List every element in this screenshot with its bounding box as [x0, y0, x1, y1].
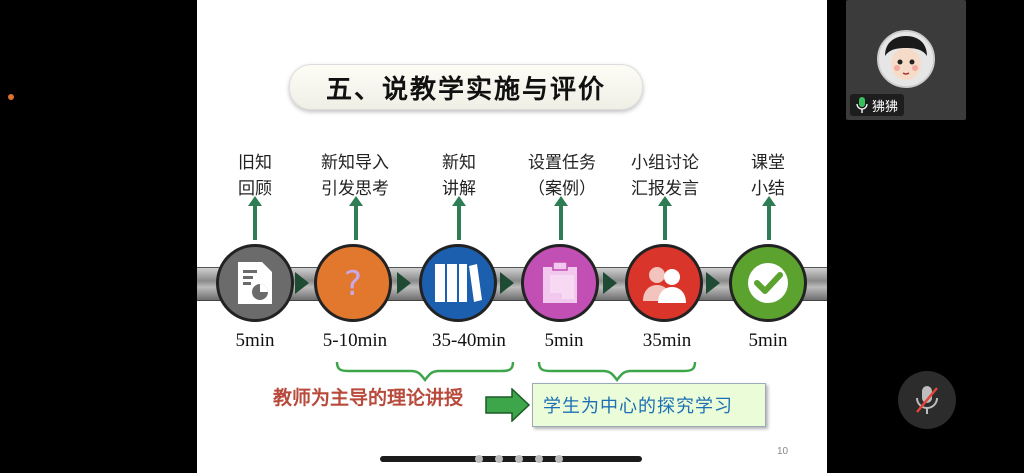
- participant-video-tile[interactable]: 狒狒: [846, 0, 966, 120]
- chevron-right-icon: [397, 272, 411, 294]
- chevron-right-icon: [295, 272, 309, 294]
- step-circle-3: [419, 244, 497, 322]
- step-circle-6: [729, 244, 807, 322]
- step-label-6: 课堂 小结: [751, 153, 785, 199]
- step-label-4: 设置任务 （案例）: [528, 153, 596, 199]
- page-dot[interactable]: [555, 455, 563, 463]
- up-arrow-icon: [248, 196, 262, 240]
- slide-title-box: 五、说教学实施与评价: [289, 64, 643, 110]
- step-circle-2: ?: [314, 244, 392, 322]
- up-arrow-icon: [762, 196, 776, 240]
- participant-name: 狒狒: [872, 99, 899, 115]
- mic-active-icon: [856, 97, 868, 113]
- participant-name-tag: 狒狒: [850, 94, 905, 116]
- svg-text:?: ?: [344, 264, 362, 303]
- step-time-4: 5min: [544, 330, 584, 351]
- up-arrow-icon: [349, 196, 363, 240]
- step-label-1: 旧知 回顾: [238, 153, 272, 199]
- slide-progress-bar[interactable]: [380, 456, 642, 462]
- step-time-5: 35min: [642, 330, 692, 351]
- step-label-3: 新知 讲解: [442, 153, 476, 199]
- step-time-6: 5min: [748, 330, 788, 351]
- teacher-led-text: 教师为主导的理论讲授: [273, 387, 464, 409]
- step-circle-5: [625, 244, 703, 322]
- avatar: [877, 30, 935, 88]
- clipboard-icon: [543, 261, 577, 303]
- question-icon: ?: [344, 264, 362, 303]
- step-label-2: 新知导入 引发思考: [321, 153, 389, 199]
- page-dot[interactable]: [535, 455, 543, 463]
- up-arrow-icon: [452, 196, 466, 240]
- page-dot[interactable]: [515, 455, 523, 463]
- student-centered-text: 学生为中心的探究学习: [543, 396, 733, 417]
- step-time-3: 35-40min: [432, 330, 506, 351]
- books-icon: [435, 264, 482, 302]
- checkmark-icon: [748, 263, 788, 303]
- avatar-image: [879, 32, 933, 86]
- step-circle-4: [521, 244, 599, 322]
- step-time-2: 5-10min: [322, 330, 388, 351]
- page-dot[interactable]: [495, 455, 503, 463]
- step-label-5: 小组讨论 汇报发言: [631, 153, 699, 199]
- chevron-right-icon: [500, 272, 514, 294]
- step-circle-1: [216, 244, 294, 322]
- chevron-right-icon: [706, 272, 720, 294]
- slide-title: 五、说教学实施与评价: [325, 74, 606, 105]
- up-arrow-icon: [554, 196, 568, 240]
- recording-dot: [8, 94, 14, 100]
- up-arrow-icon: [658, 196, 672, 240]
- teacher-brace: [335, 361, 515, 382]
- users-icon: [643, 267, 686, 303]
- presentation-slide: 五、说教学实施与评价 旧知 回顾 新知导入 引发思考 新知 讲解 设置任务 （案…: [197, 0, 827, 473]
- step-time-1: 5min: [235, 330, 275, 351]
- student-brace: [537, 361, 697, 382]
- document-chart-icon: [238, 262, 272, 304]
- page-dot[interactable]: [475, 455, 483, 463]
- arrow-right-icon: [485, 388, 531, 422]
- page-number: 10: [777, 446, 789, 457]
- chevron-right-icon: [603, 272, 617, 294]
- page-indicator-dots[interactable]: [475, 455, 563, 463]
- mute-button[interactable]: [898, 371, 956, 429]
- mic-muted-icon: [916, 386, 938, 414]
- student-centered-box: 学生为中心的探究学习: [532, 383, 766, 427]
